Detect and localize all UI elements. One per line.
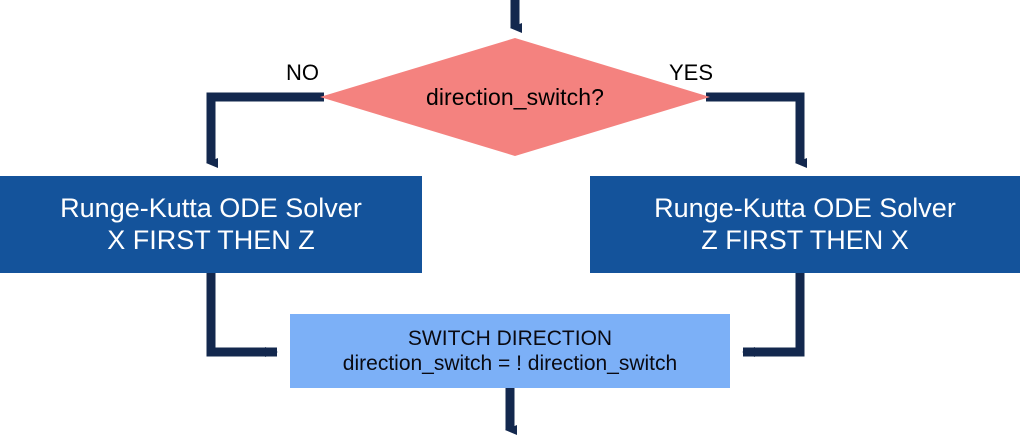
switch-line1: SWITCH DIRECTION (407, 326, 613, 350)
process-node-switch-direction[interactable]: SWITCH DIRECTION direction_switch = ! di… (290, 314, 730, 388)
diamond-shape (320, 38, 710, 156)
edge-process-left-to-switch (206, 273, 278, 357)
edge-label-no: NO (286, 60, 319, 85)
edge-decision-yes-to-process-right (706, 92, 807, 168)
process-right-line1: Runge-Kutta ODE Solver (654, 192, 956, 223)
process-node-solver-z-first[interactable]: Runge-Kutta ODE Solver Z FIRST THEN X (590, 176, 1020, 273)
edge-label-yes: YES (669, 60, 714, 85)
switch-line2: direction_switch = ! direction_switch (342, 352, 678, 375)
process-right-line2: Z FIRST THEN X (701, 224, 909, 255)
process-left-line1: Runge-Kutta ODE Solver (60, 192, 362, 223)
edge-process-right-to-switch (742, 273, 805, 357)
process-left-line2: X FIRST THEN Z (107, 224, 315, 255)
decision-node-direction-switch[interactable]: direction_switch? (320, 38, 710, 156)
decision-label: direction_switch? (425, 83, 605, 110)
process-node-solver-x-first[interactable]: Runge-Kutta ODE Solver X FIRST THEN Z (0, 176, 422, 273)
edge-decision-no-to-process-left (206, 92, 324, 168)
